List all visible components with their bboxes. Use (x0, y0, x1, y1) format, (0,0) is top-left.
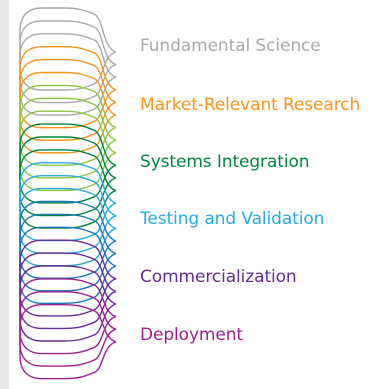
stage-label-commercialization: Commercialization (140, 267, 297, 287)
stage-label-deployment: Deployment (140, 325, 243, 345)
stage-label-market-relevant-research: Market-Relevant Research (140, 95, 361, 115)
left-edge-band (0, 0, 9, 389)
stage-label-systems-integration: Systems Integration (140, 152, 310, 172)
loop-curve (19, 304, 117, 380)
stage-label-testing-and-validation: Testing and Validation (140, 209, 325, 229)
stage-label-fundamental-science: Fundamental Science (140, 36, 321, 56)
